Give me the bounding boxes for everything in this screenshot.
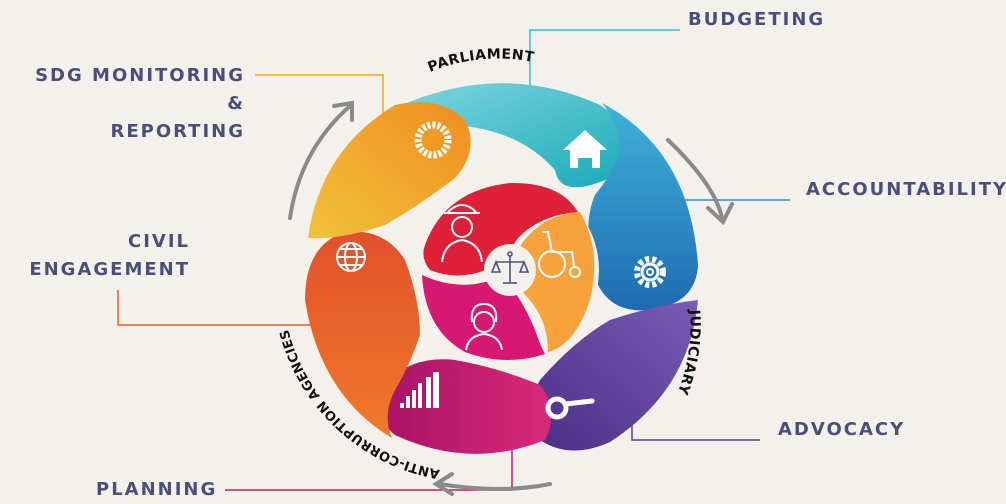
wheelchair-icon <box>538 231 581 278</box>
advocacy-segment <box>530 300 698 451</box>
sdg-segment <box>308 102 471 239</box>
budgeting-label: BUDGETING <box>688 9 826 30</box>
gear-icon <box>634 256 666 288</box>
civil-segment <box>305 231 420 438</box>
cycle-arrows <box>288 100 734 496</box>
inner-red-segment <box>423 182 578 276</box>
sdg-label-line1: SDG MONITORING & <box>35 65 245 114</box>
civil-label-line1: CIVIL <box>127 231 190 252</box>
advocacy-connector <box>631 405 760 441</box>
arrowhead-top-right <box>706 202 734 226</box>
accountability-segment <box>588 103 698 311</box>
scales-icon <box>490 251 530 284</box>
parliament-arc-label: PARLIAMENT <box>426 46 535 75</box>
civil-engagement-label: CIVIL ENGAGEMENT <box>20 228 190 284</box>
inner-orange-segment <box>512 212 595 352</box>
advocacy-label: ADVOCACY <box>778 419 906 440</box>
person-icon <box>441 204 483 263</box>
arrow-top-right <box>666 138 724 220</box>
arrow-left <box>288 104 352 220</box>
inner-pink-segment <box>422 275 545 361</box>
arrowhead-bottom <box>432 472 454 496</box>
sdg-label-line2: REPORTING <box>110 121 245 142</box>
arrowhead-left <box>332 100 354 122</box>
civil-connector <box>117 290 320 326</box>
planning-connector <box>225 450 513 491</box>
magnifier-icon <box>545 396 595 420</box>
sdg-wheel-icon <box>414 121 452 159</box>
woman-icon <box>465 302 503 351</box>
svg-text:PARLIAMENT: PARLIAMENT <box>426 46 536 75</box>
planning-label: PLANNING <box>96 479 218 500</box>
sdg-monitoring-label: SDG MONITORING & REPORTING <box>10 62 245 146</box>
planning-segment <box>379 359 552 454</box>
house-icon <box>563 130 607 168</box>
globe-icon <box>336 242 366 272</box>
arrow-bottom <box>438 482 552 491</box>
bar-chart-icon <box>400 372 439 408</box>
accountability-label: ACCOUNTABILITY <box>806 179 1006 200</box>
civil-label-line2: ENGAGEMENT <box>29 259 190 280</box>
